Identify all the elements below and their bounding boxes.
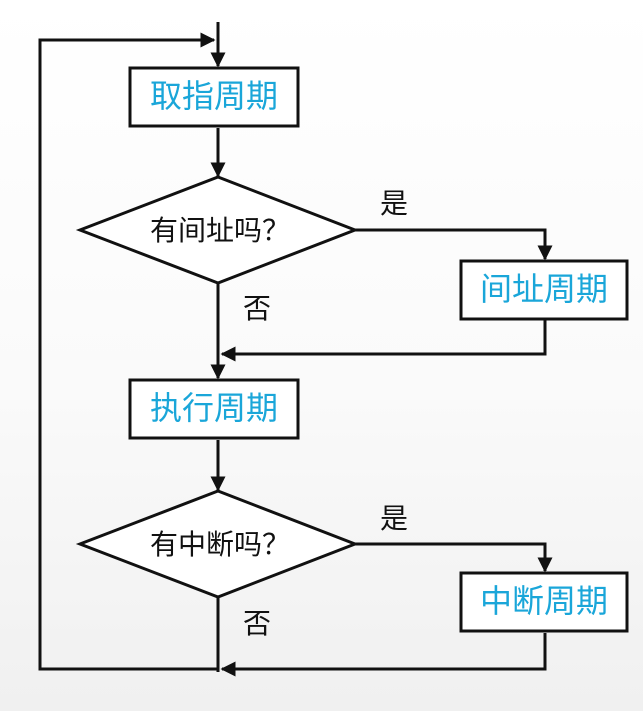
interrupt-return-arrow bbox=[220, 633, 547, 677]
indirect-return-arrow bbox=[220, 320, 547, 362]
has-indirect-decision bbox=[75, 175, 360, 285]
no-label-1: 否 bbox=[243, 292, 271, 325]
no-label-2: 否 bbox=[243, 607, 271, 640]
interrupt-cycle-box bbox=[459, 571, 629, 633]
yes-label-2: 是 bbox=[380, 502, 408, 535]
indirect-cycle-box bbox=[459, 259, 629, 321]
execute-cycle-label: 执行周期 bbox=[150, 389, 278, 427]
indirect-cycle-label: 间址周期 bbox=[480, 270, 608, 308]
loop-back-line bbox=[38, 32, 218, 671]
fetch-cycle-box bbox=[128, 66, 300, 128]
has-interrupt-label: 有中断吗？ bbox=[150, 528, 290, 561]
has-indirect-label: 有间址吗？ bbox=[150, 214, 290, 247]
interrupt-cycle-label: 中断周期 bbox=[480, 582, 608, 620]
execute-cycle-box bbox=[128, 378, 300, 440]
yes-label-1: 是 bbox=[380, 187, 408, 220]
decision2-yes-line bbox=[355, 542, 553, 573]
has-interrupt-decision bbox=[75, 489, 360, 599]
fetch-cycle-label: 取指周期 bbox=[150, 77, 278, 115]
decision1-yes-line bbox=[355, 228, 553, 261]
